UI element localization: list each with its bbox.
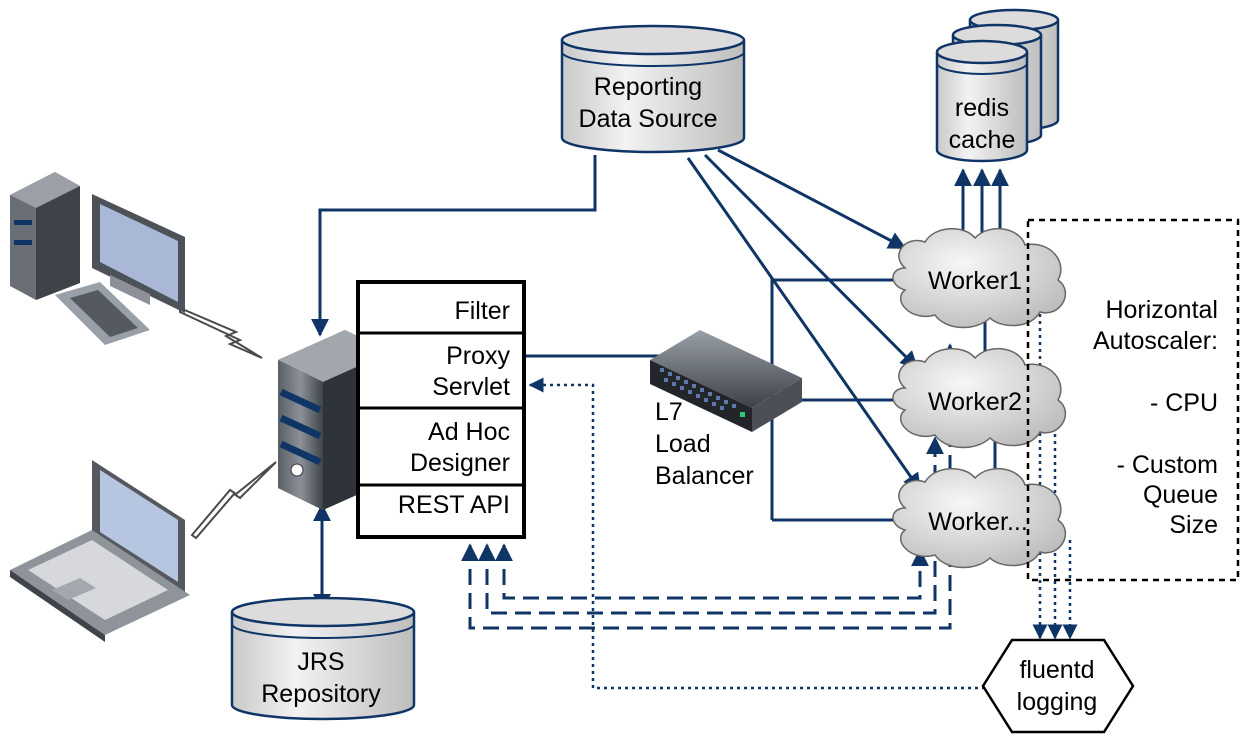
redis-line1: redis: [955, 94, 1009, 122]
cloud-icon: [892, 467, 1067, 569]
lb-line1: L7: [655, 398, 683, 426]
client-links: [179, 306, 277, 540]
redis-cache: redis cache: [935, 8, 1060, 163]
worker1-label: Worker1: [928, 267, 1022, 295]
worker-n: Worker...: [892, 467, 1067, 569]
load-balancer: L7 Load Balancer: [650, 330, 802, 490]
fluentd-line2: logging: [1017, 688, 1098, 716]
lightning-link-icon: [179, 306, 263, 359]
lb-line2: Load: [655, 430, 711, 458]
reporting-data-source: Reporting Data Source: [560, 24, 746, 154]
worker-1: Worker1: [892, 227, 1067, 329]
database-icon: [560, 24, 746, 154]
fluentd-line1: fluentd: [1019, 656, 1094, 684]
database-icon: [935, 39, 1029, 163]
dotted-fluentd-to-proxy: [528, 377, 985, 690]
adhoc-label-line1: Ad Hoc: [428, 418, 510, 446]
dashed-worker1-to-rest: [495, 543, 929, 600]
server-component-stack: Filter Proxy Servlet Ad Hoc Designer RES…: [356, 280, 526, 539]
edge-source-to-worker2: [703, 153, 919, 370]
reporting-source-line2: Data Source: [579, 105, 718, 133]
autoscaler-queue-line3: Size: [1169, 511, 1218, 539]
lightning-link-icon: [190, 461, 277, 540]
fluentd-logging: fluentd logging: [981, 638, 1135, 734]
autoscaler-queue-line2: Queue: [1143, 481, 1218, 509]
desktop-computer-icon: [10, 172, 185, 345]
rest-api-label: REST API: [398, 491, 510, 519]
network-switch-icon: [650, 330, 802, 432]
filter-label: Filter: [454, 297, 510, 325]
dotted-connectors: [528, 300, 1078, 690]
worker2-label: Worker2: [928, 388, 1022, 416]
proxy-label-line1: Proxy: [446, 342, 510, 370]
edge-source-to-worker1: [717, 148, 907, 250]
workerN-label: Worker...: [928, 508, 1028, 536]
jrs-repo-line2: Repository: [261, 680, 381, 708]
database-icon: [230, 596, 416, 721]
worker-2: Worker2: [892, 347, 1067, 449]
autoscaler-cpu: - CPU: [1150, 389, 1218, 417]
autoscaler-title-line1: Horizontal: [1105, 296, 1218, 324]
edge-source-to-server: [311, 155, 597, 337]
cloud-icon: [892, 347, 1067, 449]
jrs-repository: JRS Repository: [230, 596, 416, 721]
edge-source-to-workerN: [686, 157, 922, 492]
laptop-icon: [10, 460, 190, 642]
redis-line2: cache: [949, 126, 1016, 154]
jrs-repo-line1: JRS: [297, 648, 344, 676]
cloud-icon: [892, 227, 1067, 329]
autoscaler-title-line2: Autoscaler:: [1093, 327, 1218, 355]
reporting-source-line1: Reporting: [594, 73, 702, 101]
autoscaler-queue-line1: - Custom: [1117, 451, 1218, 479]
proxy-label-line2: Servlet: [432, 373, 510, 401]
autoscaler-box: Horizontal Autoscaler: - CPU - Custom Qu…: [1026, 218, 1240, 582]
lb-line3: Balancer: [655, 462, 754, 490]
adhoc-label-line2: Designer: [410, 449, 510, 477]
